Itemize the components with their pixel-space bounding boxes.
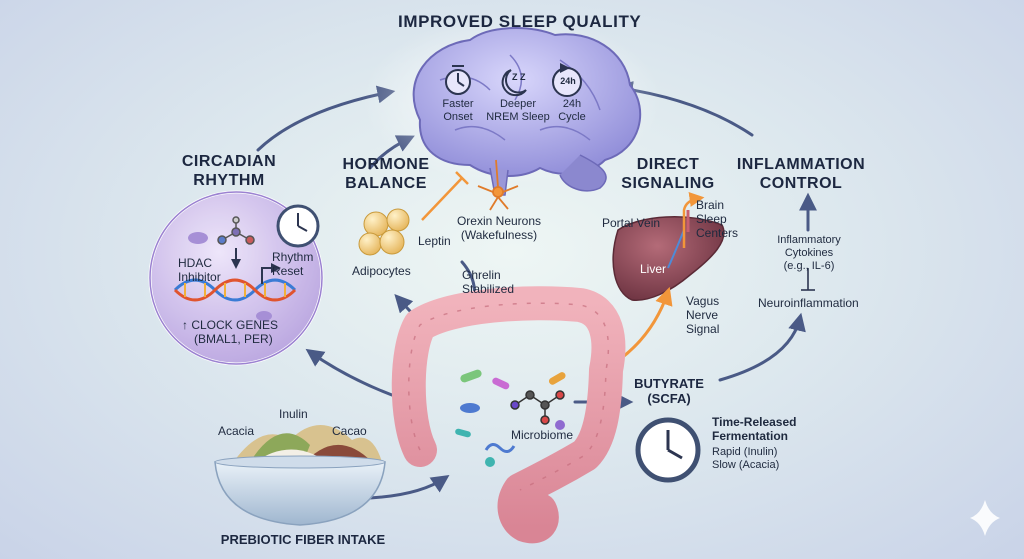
inulin-label: Inulin bbox=[279, 407, 308, 421]
liver-label: Liver bbox=[640, 262, 667, 276]
butyrate-molecule bbox=[510, 390, 565, 425]
neuroinflammation-label: Neuroinflammation bbox=[758, 296, 859, 310]
clock-genes-label: ↑ CLOCK GENES (BMAL1, PER) bbox=[182, 318, 279, 346]
liver bbox=[612, 210, 725, 301]
clock-icon bbox=[276, 204, 320, 248]
portal-vein-label: Portal Vein bbox=[602, 216, 661, 230]
colon bbox=[391, 286, 626, 544]
arrow-butyrate-to-neuro bbox=[718, 312, 806, 382]
arrow-bowl-to-colon bbox=[368, 474, 450, 500]
moon-icon bbox=[501, 69, 527, 97]
microbiome-label: Microbiome bbox=[511, 428, 574, 442]
arrow-colon-to-circadian bbox=[305, 348, 402, 400]
molecule-icon bbox=[217, 216, 255, 245]
brain bbox=[362, 15, 662, 196]
sparkle-icon bbox=[970, 500, 1000, 536]
microbiome-bacteria bbox=[455, 369, 566, 467]
fiber-bowl bbox=[214, 425, 386, 526]
clock-genes-up-arrow: ↑ bbox=[182, 318, 188, 332]
prebiotic-fiber-intake-label: PREBIOTIC FIBER INTAKE bbox=[220, 532, 386, 547]
moon-zz-text: Z Z bbox=[512, 72, 526, 82]
clock-24h-badge: 24h bbox=[560, 76, 576, 86]
leptin-label: Leptin bbox=[418, 234, 451, 248]
dna-reset-arrow bbox=[261, 263, 281, 284]
butyrate-scfa-label: BUTYRATE(SCFA) bbox=[634, 376, 704, 406]
orexin-neurons-label: Orexin Neurons(Wakefulness) bbox=[456, 214, 542, 242]
fermentation-rates: Rapid (Inulin)Slow (Acacia) bbox=[712, 446, 780, 471]
fermentation-clock-icon bbox=[635, 417, 701, 483]
orexin-inhibit-line bbox=[421, 171, 469, 221]
adipocytes-label: Adipocytes bbox=[352, 264, 411, 278]
acacia-label: Acacia bbox=[218, 424, 255, 438]
stopwatch-icon bbox=[445, 65, 471, 95]
neuron-icon bbox=[477, 159, 519, 211]
clock-genes-title: CLOCK GENES bbox=[191, 318, 279, 332]
cacao-label: Cacao bbox=[332, 424, 367, 438]
clock-24h-icon bbox=[552, 63, 582, 97]
dna-icon bbox=[173, 278, 297, 302]
portal-arrow bbox=[682, 192, 705, 248]
page-title: IMPROVED SLEEP QUALITY bbox=[398, 12, 642, 31]
adipocyte-cluster bbox=[358, 208, 410, 256]
